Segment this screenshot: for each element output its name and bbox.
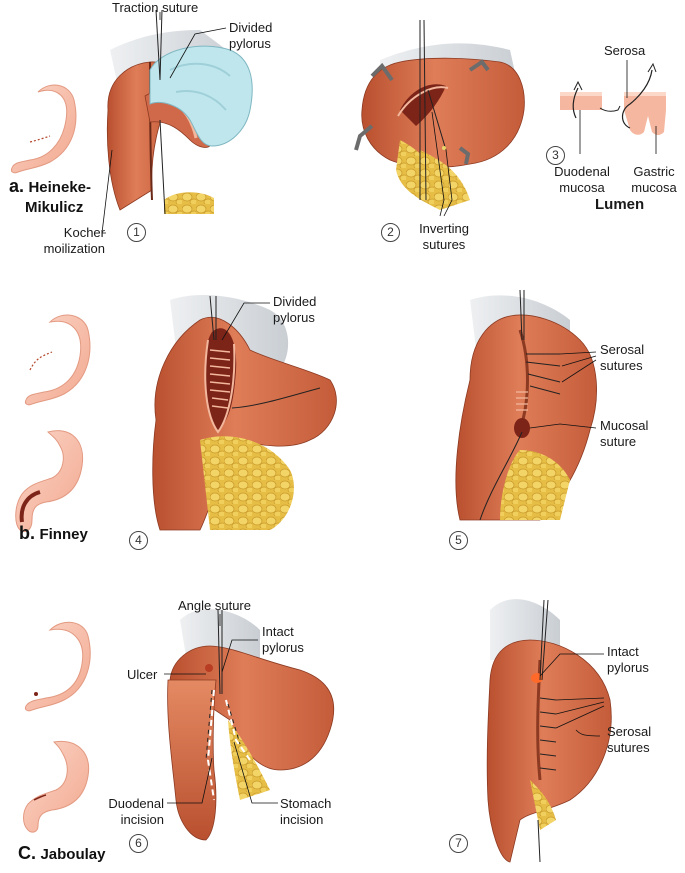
label-stomach-incision: Stomach incision [280,796,331,828]
label-serosal-sutures-5: Serosal sutures [600,342,644,374]
thumbnail-stomach-a [11,85,75,173]
section-c-heading: C. Jaboulay [18,843,105,864]
label-duodenal-incision: Duodenal incision [80,796,164,828]
thumbnail-stomach-c2 [24,741,89,832]
step-number-3: 3 [546,146,565,165]
label-intact-pylorus-6: Intact pylorus [262,624,304,656]
step-number-5: 5 [449,531,468,550]
label-serosa: Serosa [604,43,645,59]
label-divided-pylorus-4: Divided pylorus [273,294,316,326]
step-number-7: 7 [449,834,468,853]
section-c-title: Jaboulay [40,846,105,863]
step-number-1: 1 [127,223,146,242]
section-a-heading: a. Heineke- Mikulicz [9,176,91,218]
thumbnail-stomach-c1 [25,622,90,710]
section-b-heading: b. Finney [19,523,88,544]
label-inverting-sutures: Inverting sutures [404,221,484,253]
label-ulcer: Ulcer [127,667,157,683]
label-divided-pylorus-1: Divided pylorus [229,20,272,52]
panel-4-illustration [153,295,337,530]
step-number-2: 2 [381,223,400,242]
panel-2-illustration [356,20,524,210]
leader-kocher [102,150,112,233]
section-a-title-line1: Heineke- [28,179,91,196]
section-a-letter: a. [9,176,24,196]
thumbnail-stomach-b1 [25,315,89,405]
thumbnail-stomach-b2 [16,431,83,532]
label-intact-pylorus-7: Intact pylorus [607,644,649,676]
label-angle-suture: Angle suture [178,598,251,614]
label-lumen: Lumen [595,197,644,213]
section-a-title-line2: Mikulicz [9,199,83,216]
panel-7-illustration [487,599,611,862]
label-mucosal-suture: Mucosal suture [600,418,648,450]
step-number-6: 6 [129,834,148,853]
label-duodenal-mucosa: Duodenal mucosa [552,164,612,196]
label-serosal-sutures-7: Serosal sutures [607,724,651,756]
section-b-letter: b. [19,523,35,543]
label-traction-suture: Traction suture [112,0,198,16]
section-c-letter: C. [18,843,36,863]
label-kocher-moilization: Kocher moilization [10,225,105,257]
label-gastric-mucosa: Gastric mucosa [624,164,684,196]
panel-3-inset [560,64,666,135]
step-number-4: 4 [129,531,148,550]
panel-5-illustration [456,290,597,520]
section-b-title: Finney [39,526,87,543]
